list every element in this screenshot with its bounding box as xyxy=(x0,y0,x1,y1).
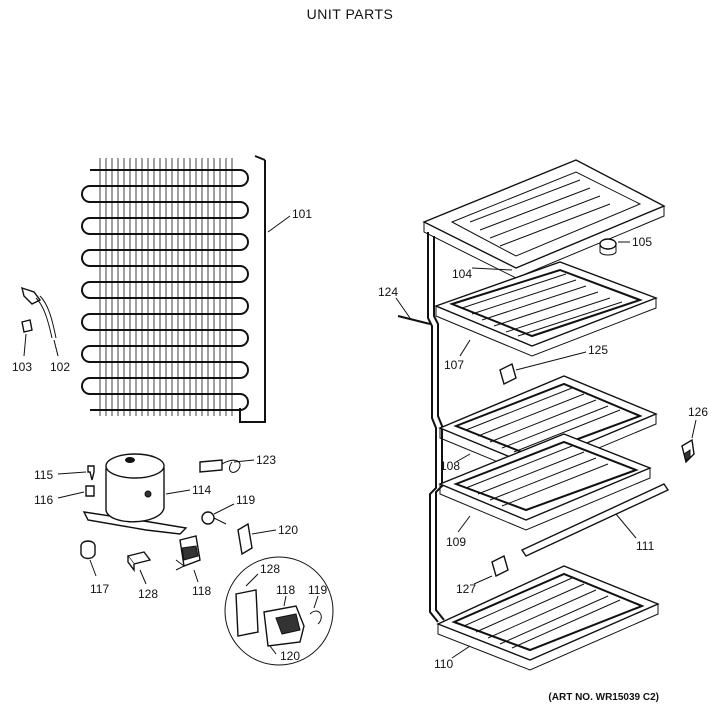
grommet-117 xyxy=(80,540,97,577)
clip-127 xyxy=(473,554,509,585)
evaporator-shelf-108 xyxy=(438,375,658,477)
callout-104: 104 xyxy=(452,267,472,281)
screw-115 xyxy=(57,465,95,481)
callout-118: 118 xyxy=(192,584,211,598)
callout-128-inset: 128 xyxy=(260,562,280,576)
callout-102: 102 xyxy=(50,360,70,374)
diagram-title: UNIT PARTS xyxy=(307,6,394,22)
callout-124: 124 xyxy=(378,285,398,299)
tube-124 xyxy=(395,297,431,325)
bracket-120 xyxy=(237,522,277,556)
callout-115: 115 xyxy=(34,468,53,482)
clip-126 xyxy=(681,419,697,464)
callout-108: 108 xyxy=(440,459,460,473)
callout-116: 116 xyxy=(34,493,53,507)
callout-105: 105 xyxy=(632,235,652,249)
callout-123: 123 xyxy=(256,453,276,467)
callout-114: 114 xyxy=(192,483,211,497)
inset-detail xyxy=(224,556,334,666)
callout-118-inset: 118 xyxy=(276,583,295,597)
art-number: (ART NO. WR15039 C2) xyxy=(548,692,659,703)
callout-119-inset: 119 xyxy=(308,583,327,597)
overload-clip-102 xyxy=(21,286,59,357)
harness-123 xyxy=(199,459,255,473)
callout-111: 111 xyxy=(636,539,655,553)
evaporator-top-104 xyxy=(422,159,666,279)
callout-117: 117 xyxy=(90,582,109,596)
callout-101: 101 xyxy=(292,207,312,221)
clip-125 xyxy=(499,351,587,386)
grommet-116 xyxy=(57,485,95,499)
evaporator-shelf-110 xyxy=(436,565,660,671)
evaporator-shelf-109 xyxy=(438,433,652,533)
callout-127: 127 xyxy=(456,582,476,596)
trim-111 xyxy=(520,483,670,557)
callout-110: 110 xyxy=(434,657,453,671)
callout-120-inset: 120 xyxy=(280,649,300,663)
protector-119 xyxy=(201,503,235,525)
callout-128: 128 xyxy=(138,587,158,601)
evaporator-shelf-107 xyxy=(434,261,658,357)
frame-rails xyxy=(427,232,445,623)
compressor-114 xyxy=(82,453,191,535)
relay-118 xyxy=(175,535,201,583)
callout-126: 126 xyxy=(688,405,708,419)
condenser-101 xyxy=(81,155,291,423)
callout-103: 103 xyxy=(12,360,32,374)
callout-109: 109 xyxy=(446,535,466,549)
cover-128 xyxy=(126,551,152,585)
callout-107: 107 xyxy=(444,358,464,372)
callout-120: 120 xyxy=(278,523,298,537)
drain-105 xyxy=(599,238,630,256)
grommet-103 xyxy=(21,319,33,357)
callout-119: 119 xyxy=(236,493,255,507)
callout-125: 125 xyxy=(588,343,608,357)
